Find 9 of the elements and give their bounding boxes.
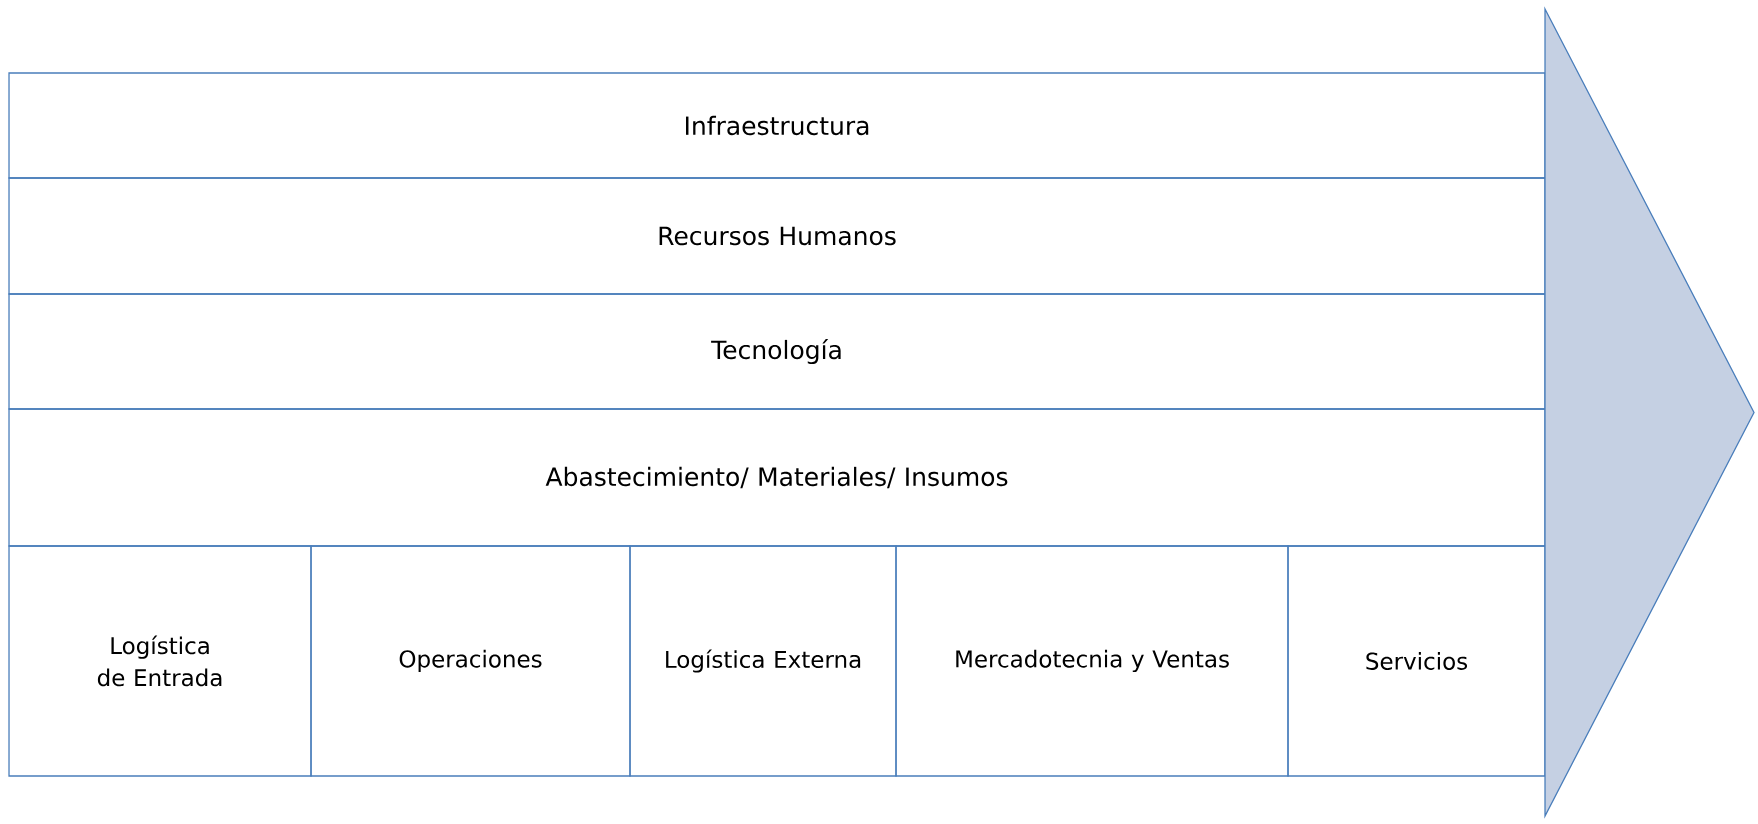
activity-band: Recursos Humanos (8, 177, 1546, 295)
activity-cell: Operaciones (310, 545, 631, 777)
activity-cell: Servicios (1287, 545, 1546, 777)
activity-cell: Logística de Entrada (8, 545, 312, 777)
activity-cell: Mercadotecnia y Ventas (895, 545, 1289, 777)
activity-band: Abastecimiento/ Materiales/ Insumos (8, 408, 1546, 547)
activity-cell: Logística Externa (629, 545, 897, 777)
activity-band: Infraestructura (8, 72, 1546, 179)
activity-band: Tecnología (8, 293, 1546, 410)
